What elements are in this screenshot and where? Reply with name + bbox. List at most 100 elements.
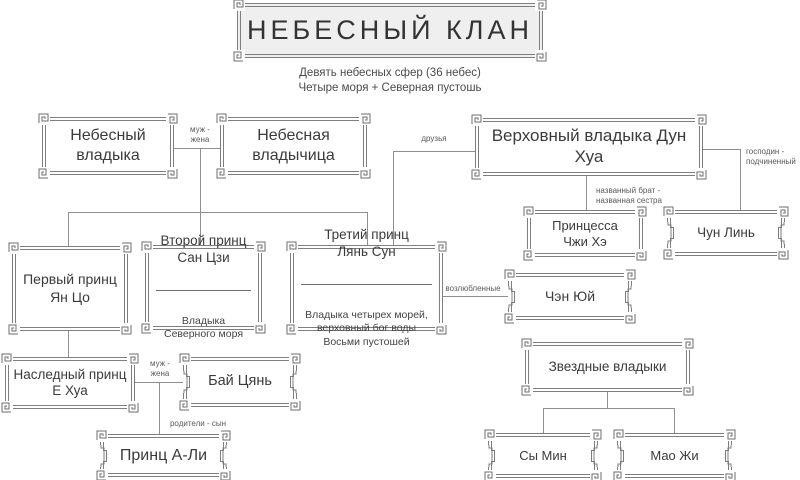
corner-ornament-icon [777,248,790,261]
node-chengyu-label: Чэн Юй [544,287,596,304]
node-chengyu: Чэн Юй [508,273,632,320]
corner-ornament-icon [682,384,695,397]
corner-ornament-icon [503,312,516,325]
corner-ornament-icon [232,0,245,11]
corner-ornament-icon [178,399,191,412]
node-maoji: Мао Жи [617,433,732,478]
connector-to-siming [543,408,544,433]
corner-ornament-icon [232,50,245,63]
node-donghua-label: Верховный владыка Дун Хуа [491,126,687,166]
clan-subtitle: Девять небесных сфер (36 небес) Четыре м… [240,66,540,96]
corner-ornament-icon [470,113,483,126]
corner-ornament-icon [359,167,372,180]
corner-ornament-icon [285,323,298,336]
node-third-prince-title: Третий принц Лянь Сун [324,226,409,259]
node-ali: Принц А-Ли [100,434,227,477]
corner-ornament-icon [37,167,50,180]
node-third-prince: Третий принц Лянь Сун Владыка четырех мо… [290,227,443,348]
edge-label-named-siblings: названный брат - названная сестра [596,186,662,205]
corner-ornament-icon [662,248,675,261]
corner-ornament-icon [37,112,50,125]
connector-to-third-prince [367,212,368,245]
corner-ornament-icon [470,168,483,181]
clan-title: НЕБЕСНЫЙ КЛАН [247,15,533,46]
corner-ornament-icon [120,323,133,336]
connector-lord-subordinate-h [703,149,741,150]
corner-ornament-icon [95,469,108,480]
side-ornament-icon [667,222,675,244]
connector-star-bus [543,408,675,409]
side-ornament-icon [183,371,191,393]
corner-ornament-icon [695,113,708,126]
corner-ornament-icon [535,50,548,63]
corner-ornament-icon [724,470,737,480]
node-star-lords-label: Звездные владыки [548,358,667,374]
corner-ornament-icon [535,0,548,11]
corner-ornament-icon [590,470,603,480]
node-zhihe-label: Принцесса Чжи Хэ [552,217,618,249]
corner-ornament-icon [285,240,298,253]
corner-ornament-icon [289,352,302,365]
clan-title-box: НЕБЕСНЫЙ КЛАН [237,3,543,58]
node-siming: Сы Мин [488,433,598,478]
node-first-prince: Первый принц Ян Цо [12,246,128,331]
corner-ornament-icon [483,428,496,441]
corner-ornament-icon [724,428,737,441]
corner-ornament-icon [254,240,267,253]
corner-ornament-icon [635,205,648,218]
corner-ornament-icon [503,268,516,281]
connector-firstprince-crownprince [68,331,69,357]
corner-ornament-icon [166,112,179,125]
corner-ornament-icon [7,241,20,254]
node-ali-label: Принц А-Ли [119,446,208,464]
node-zhihe: Принцесса Чжи Хэ [527,210,643,257]
node-second-prince-title: Второй принц Сан Цзи [160,233,247,266]
corner-ornament-icon [612,470,625,480]
corner-ornament-icon [127,401,140,414]
side-ornament-icon [617,445,625,467]
node-second-prince-subtitle: Владыка Северного моря [163,314,244,341]
corner-ornament-icon [777,205,790,218]
corner-ornament-icon [662,205,675,218]
corner-ornament-icon [215,167,228,180]
corner-ornament-icon [695,168,708,181]
node-heavenly-lady-label: Небесная владычица [252,127,335,164]
node-chunlin: Чун Линь [667,210,785,256]
corner-ornament-icon [612,428,625,441]
side-ornament-icon [508,286,516,308]
node-first-prince-label: Первый принц Ян Цо [23,271,117,305]
node-second-prince: Второй принц Сан Цзи Владыка Северного м… [145,233,262,340]
node-baiqian-label: Бай Цянь [208,373,272,390]
corner-ornament-icon [0,352,13,365]
divider-line [301,284,432,286]
edge-label-husband-wife-bottom: муж - жена [150,359,170,378]
connector-children-bus [68,212,368,213]
corner-ornament-icon [682,337,695,350]
side-ornament-icon [624,286,632,308]
side-ornament-icon [488,445,496,467]
connector-lovers [443,296,508,297]
corner-ornament-icon [219,429,232,442]
corner-ornament-icon [166,167,179,180]
corner-ornament-icon [219,469,232,480]
connector-named-siblings [586,176,587,210]
node-star-lords: Звездные владыки [525,342,690,392]
node-donghua: Верховный владыка Дун Хуа [475,118,703,176]
side-ornament-icon [219,445,227,467]
corner-ornament-icon [635,249,648,262]
corner-ornament-icon [483,470,496,480]
corner-ornament-icon [359,112,372,125]
corner-ornament-icon [435,323,448,336]
edge-label-lovers: возлюбленные [445,284,501,293]
corner-ornament-icon [522,249,535,262]
node-heavenly-lady: Небесная владычица [220,117,367,175]
corner-ornament-icon [254,322,267,335]
side-ornament-icon [724,445,732,467]
corner-ornament-icon [127,352,140,365]
corner-ornament-icon [140,322,153,335]
side-ornament-icon [100,445,108,467]
connector-starlords-down [607,392,608,409]
corner-ornament-icon [289,399,302,412]
corner-ornament-icon [178,352,191,365]
